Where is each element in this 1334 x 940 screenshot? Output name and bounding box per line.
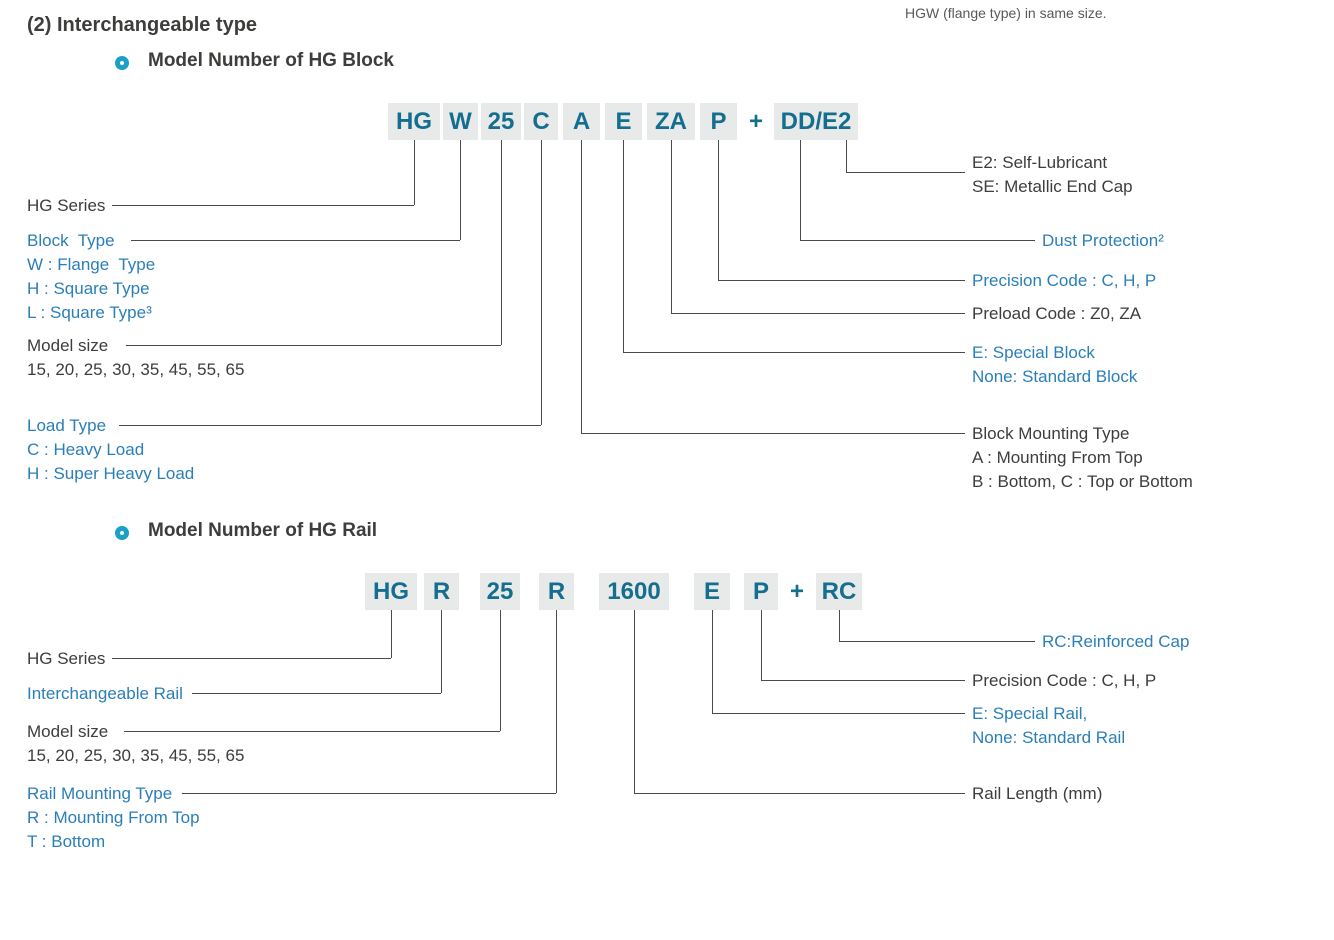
label-rail-mounting-t: T : Bottom bbox=[27, 832, 106, 851]
block-heading: Model Number of HG Block bbox=[148, 50, 394, 71]
connector-line bbox=[634, 610, 635, 793]
label-block-mounting: Block Mounting Type bbox=[972, 424, 1130, 443]
label-preload: Preload Code : Z0, ZA bbox=[972, 304, 1142, 323]
block-code-plus: + bbox=[748, 108, 763, 135]
rail-code-hg: HG bbox=[365, 573, 417, 610]
connector-line bbox=[556, 610, 557, 793]
label-load-type-h: H : Super Heavy Load bbox=[27, 464, 195, 483]
connector-line bbox=[192, 693, 441, 694]
label-se: SE: Metallic End Cap bbox=[972, 177, 1133, 196]
block-code-size: 25 bbox=[481, 103, 521, 140]
connector-line bbox=[414, 140, 415, 205]
block-code-dust: DD/E2 bbox=[774, 103, 858, 140]
connector-line bbox=[634, 793, 965, 794]
label-mounting-a: A : Mounting From Top bbox=[972, 448, 1143, 467]
connector-line bbox=[126, 345, 501, 346]
connector-line bbox=[124, 731, 500, 732]
label-model-size-values: 15, 20, 25, 30, 35, 45, 55, 65 bbox=[27, 360, 245, 379]
label-model-size: Model size bbox=[27, 336, 109, 355]
label-rail-model-size: Model size bbox=[27, 722, 109, 741]
section-title: (2) Interchangeable type bbox=[27, 14, 258, 36]
rail-code-plus: + bbox=[789, 578, 804, 605]
connector-line bbox=[761, 610, 762, 680]
label-standard-rail: None: Standard Rail bbox=[972, 728, 1126, 747]
connector-line bbox=[112, 205, 414, 206]
rail-code-precision: P bbox=[744, 573, 778, 610]
connector-line bbox=[712, 713, 965, 714]
rail-code-rc: RC bbox=[816, 573, 862, 610]
label-rail-mounting: Rail Mounting Type bbox=[27, 784, 173, 803]
rail-heading: Model Number of HG Rail bbox=[148, 520, 378, 541]
connector-line bbox=[501, 140, 502, 345]
connector-line bbox=[800, 240, 1035, 241]
connector-line bbox=[391, 610, 392, 658]
connector-line bbox=[839, 610, 840, 641]
connector-line bbox=[846, 140, 847, 172]
rail-code-rail: R bbox=[424, 573, 459, 610]
label-e2: E2: Self-Lubricant bbox=[972, 153, 1108, 172]
rail-code-special: E bbox=[694, 573, 730, 610]
label-rail-model-size-values: 15, 20, 25, 30, 35, 45, 55, 65 bbox=[27, 746, 245, 765]
connector-line bbox=[581, 433, 965, 434]
block-code-hg: HG bbox=[388, 103, 440, 140]
rail-code-size: 25 bbox=[480, 573, 520, 610]
label-block-type-w: W : Flange Type bbox=[27, 255, 156, 274]
block-code-special: E bbox=[605, 103, 642, 140]
block-code-block-type: W bbox=[443, 103, 478, 140]
rail-code-length: 1600 bbox=[599, 573, 669, 610]
label-precision-block: Precision Code : C, H, P bbox=[972, 271, 1157, 290]
top-note: HGW (flange type) in same size. bbox=[905, 5, 1107, 21]
block-code-load: C bbox=[524, 103, 558, 140]
connector-line bbox=[500, 610, 501, 731]
label-standard-block: None: Standard Block bbox=[972, 367, 1138, 386]
block-code-mount: A bbox=[563, 103, 600, 140]
connector-line bbox=[112, 658, 391, 659]
label-hg-series: HG Series bbox=[27, 196, 106, 215]
connector-line bbox=[541, 140, 542, 425]
label-load-type-c: C : Heavy Load bbox=[27, 440, 145, 459]
label-rail-mounting-r: R : Mounting From Top bbox=[27, 808, 200, 827]
connector-line bbox=[800, 140, 801, 240]
connector-line bbox=[671, 313, 965, 314]
connector-line bbox=[581, 140, 582, 433]
connector-line bbox=[460, 140, 461, 240]
label-dust-protection: Dust Protection² bbox=[1042, 231, 1164, 250]
rail-code-mount: R bbox=[539, 573, 574, 610]
label-block-type-h: H : Square Type bbox=[27, 279, 150, 298]
label-mounting-bc: B : Bottom, C : Top or Bottom bbox=[972, 472, 1193, 491]
connector-line bbox=[718, 140, 719, 280]
connector-line bbox=[182, 793, 556, 794]
connector-line bbox=[623, 352, 965, 353]
connector-line bbox=[131, 240, 460, 241]
connector-line bbox=[441, 610, 442, 693]
label-special-rail: E: Special Rail, bbox=[972, 704, 1088, 723]
label-interchangeable-rail: Interchangeable Rail bbox=[27, 684, 183, 703]
label-rc: RC:Reinforced Cap bbox=[1042, 632, 1190, 651]
label-special-block: E: Special Block bbox=[972, 343, 1095, 362]
bullet-icon bbox=[115, 56, 129, 70]
label-block-type: Block Type bbox=[27, 231, 115, 250]
connector-line bbox=[671, 140, 672, 313]
connector-line bbox=[623, 140, 624, 352]
connector-line bbox=[846, 172, 965, 173]
connector-line bbox=[712, 610, 713, 713]
connector-line bbox=[761, 680, 965, 681]
connector-line bbox=[718, 280, 965, 281]
label-block-type-l: L : Square Type³ bbox=[27, 303, 152, 322]
connector-line bbox=[839, 641, 1035, 642]
connector-line bbox=[119, 425, 541, 426]
bullet-icon bbox=[115, 526, 129, 540]
label-load-type: Load Type bbox=[27, 416, 107, 435]
label-rail-hg-series: HG Series bbox=[27, 649, 106, 668]
label-precision-rail: Precision Code : C, H, P bbox=[972, 671, 1157, 690]
block-code-preload: ZA bbox=[647, 103, 695, 140]
label-rail-length: Rail Length (mm) bbox=[972, 784, 1103, 803]
block-code-precision: P bbox=[700, 103, 737, 140]
